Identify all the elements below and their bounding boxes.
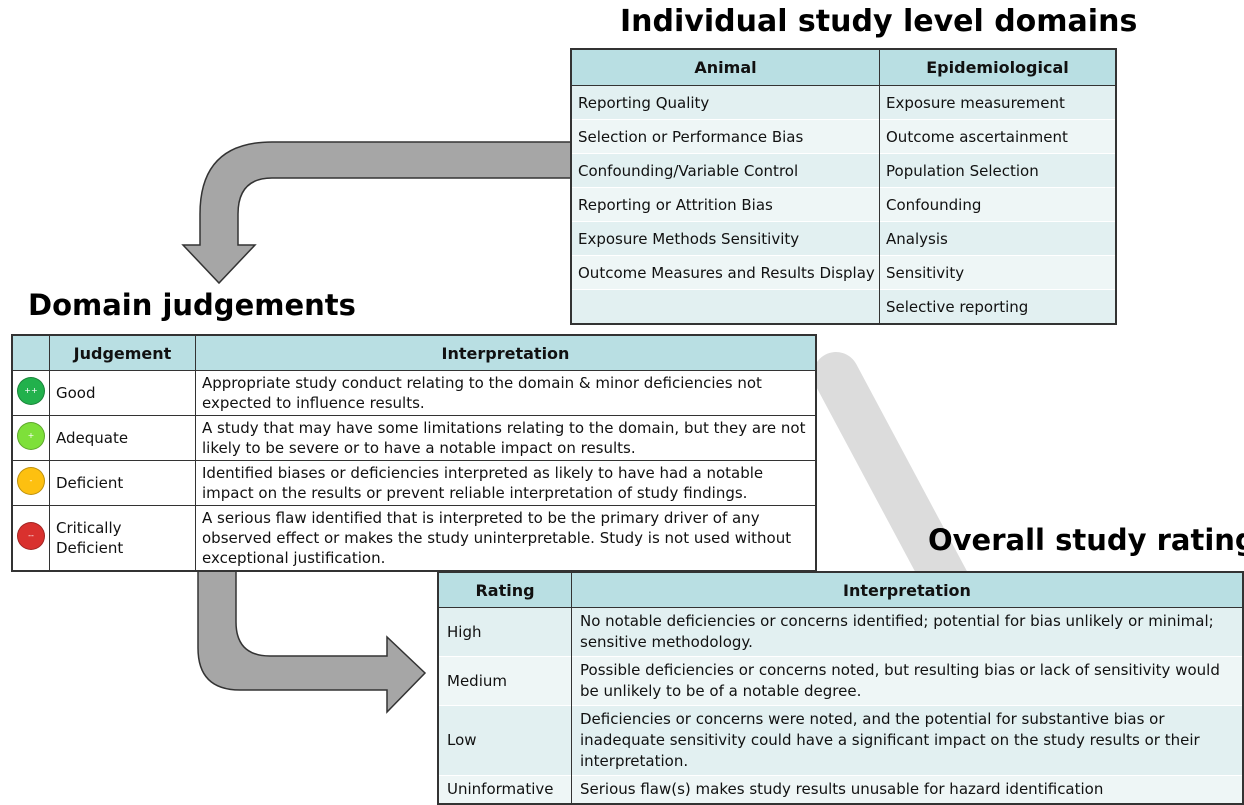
interpretation-cell: Deficiencies or concerns were noted, and… [571,705,1244,776]
epi-domain-cell: Exposure measurement [879,85,1117,120]
interpretation-cell: Appropriate study conduct relating to th… [195,370,817,416]
rating-cell: Uninformative [437,775,572,804]
table-row: Reporting or Attrition Bias Confounding [570,187,1117,222]
judgement-cell: Deficient [49,460,196,506]
critically-deficient-dot-icon: -- [17,521,45,550]
animal-domain-cell: Reporting or Attrition Bias [570,187,880,222]
table-row: Reporting Quality Exposure measurement [570,85,1117,120]
domain-judgements-table: Judgement Interpretation ++ Good Appropr… [11,334,817,572]
epi-domain-cell: Selective reporting [879,289,1117,324]
animal-domain-cell: Outcome Measures and Results Display [570,255,880,290]
table-header-row: Animal Epidemiological [570,48,1117,86]
epi-domain-cell: Sensitivity [879,255,1117,290]
indicator-cell: + [11,415,50,461]
animal-domain-cell: Exposure Methods Sensitivity [570,221,880,256]
table-row: High No notable deficiencies or concerns… [437,607,1244,657]
column-header-rating: Rating [437,571,572,608]
column-header-epidemiological: Epidemiological [879,48,1117,86]
judgement-cell: Adequate [49,415,196,461]
table-row: Outcome Measures and Results Display Sen… [570,255,1117,290]
table-row: Medium Possible deficiencies or concerns… [437,656,1244,706]
table-row: Low Deficiencies or concerns were noted,… [437,705,1244,776]
table-row: Confounding/Variable Control Population … [570,153,1117,188]
interpretation-cell: Identified biases or deficiencies interp… [195,460,817,506]
interpretation-cell: A study that may have some limitations r… [195,415,817,461]
judgement-cell: Critically Deficient [49,505,196,572]
table-row: Selective reporting [570,289,1117,324]
epi-domain-cell: Analysis [879,221,1117,256]
deficient-dot-icon: - [17,466,45,495]
interpretation-cell: No notable deficiencies or concerns iden… [571,607,1244,657]
adequate-dot-icon: + [17,421,45,450]
table-header-row: Rating Interpretation [437,571,1244,608]
rating-cell: High [437,607,572,657]
epi-domain-cell: Outcome ascertainment [879,119,1117,154]
epi-domain-cell: Population Selection [879,153,1117,188]
rating-cell: Low [437,705,572,776]
interpretation-cell: Serious flaw(s) makes study results unus… [571,775,1244,804]
domain-judgements-heading: Domain judgements [28,288,356,322]
arrow-domains-to-judgements [181,141,573,285]
column-header-judgement: Judgement [49,334,196,371]
animal-domain-cell [570,289,880,324]
column-header-interpretation: Interpretation [571,571,1244,608]
good-dot-icon: ++ [17,376,45,405]
arrow-judgements-to-rating [197,561,427,714]
overall-rating-heading: Overall study rating [928,523,1244,557]
judgement-cell: Good [49,370,196,416]
table-row: -- Critically Deficient A serious flaw i… [11,505,817,572]
column-header-interpretation: Interpretation [195,334,817,371]
interpretation-cell: Possible deficiencies or concerns noted,… [571,656,1244,706]
column-header-animal: Animal [570,48,880,86]
epi-domain-cell: Confounding [879,187,1117,222]
table-row: Exposure Methods Sensitivity Analysis [570,221,1117,256]
rating-cell: Medium [437,656,572,706]
table-row: Selection or Performance Bias Outcome as… [570,119,1117,154]
column-header-indicator [11,334,50,371]
table-row: Uninformative Serious flaw(s) makes stud… [437,775,1244,804]
indicator-cell: - [11,460,50,506]
study-domains-heading: Individual study level domains [620,4,1138,39]
table-row: ++ Good Appropriate study conduct relati… [11,370,817,416]
interpretation-cell: A serious flaw identified that is interp… [195,505,817,572]
table-row: - Deficient Identified biases or deficie… [11,460,817,506]
table-header-row: Judgement Interpretation [11,334,817,371]
indicator-cell: ++ [11,370,50,416]
animal-domain-cell: Confounding/Variable Control [570,153,880,188]
indicator-cell: -- [11,505,50,572]
table-row: + Adequate A study that may have some li… [11,415,817,461]
study-domains-table: Animal Epidemiological Reporting Quality… [570,48,1117,325]
overall-rating-table: Rating Interpretation High No notable de… [437,571,1244,805]
animal-domain-cell: Selection or Performance Bias [570,119,880,154]
animal-domain-cell: Reporting Quality [570,85,880,120]
